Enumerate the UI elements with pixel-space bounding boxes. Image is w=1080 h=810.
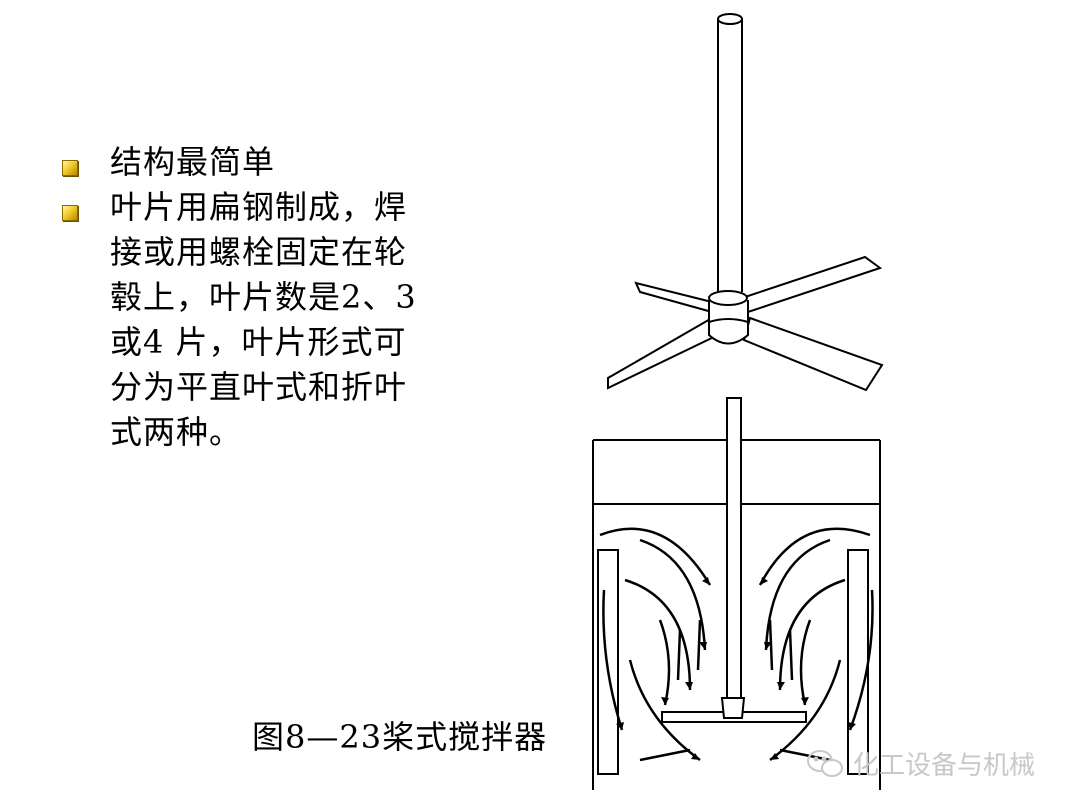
flow-arrow [758, 527, 871, 586]
hub [708, 300, 749, 345]
hub-band [708, 318, 749, 323]
flow-arrow [639, 538, 707, 651]
watermark-text: 化工设备与机械 [853, 751, 1036, 781]
agitator-shaft [726, 397, 742, 699]
right-baffle [847, 549, 869, 775]
shaft-top [717, 13, 743, 25]
figure-caption: 图8—23桨式搅拌器 [252, 718, 548, 756]
flow-arrowheads [616, 577, 856, 760]
watermark: 化工设备与机械 [805, 745, 1035, 782]
flow-arrow [639, 748, 691, 762]
flow-arrow [788, 629, 794, 681]
flow-arrow [768, 619, 774, 671]
tank-section [592, 397, 881, 790]
flow-arrow [676, 629, 682, 681]
bullet-item: 叶片用扁钢制成，焊 接或用螺栓固定在轮 毂上，叶片数是2、3 或4 片，叶片形式… [62, 185, 452, 455]
paddle-blade [607, 316, 720, 390]
flow-arrow [778, 578, 846, 691]
paddle-blade [742, 316, 884, 392]
flow-pattern [599, 527, 874, 762]
paddle-perspective-figure [607, 13, 884, 392]
wechat-icon [807, 749, 843, 777]
square-bullet-icon [62, 205, 78, 221]
bullet-text: 叶片用扁钢制成，焊 接或用螺栓固定在轮 毂上，叶片数是2、3 或4 片，叶片形式… [110, 188, 417, 451]
flow-arrow [696, 619, 702, 671]
bullet-list: 结构最简单 叶片用扁钢制成，焊 接或用螺栓固定在轮 毂上，叶片数是2、3 或4 … [62, 140, 452, 455]
paddle-blade [740, 255, 883, 314]
flow-arrow [599, 527, 712, 586]
flow-arrow [764, 538, 831, 651]
flow-arrow [799, 619, 812, 706]
flow-arrow [602, 589, 624, 731]
flow-arrow [624, 578, 692, 691]
bullet-item: 结构最简单 [62, 140, 452, 185]
hub-top [708, 290, 748, 306]
paddle-blade [634, 281, 713, 314]
flow-arrow [848, 589, 874, 731]
bullet-text: 结构最简单 [110, 143, 276, 181]
paddle-hub-section [720, 697, 746, 719]
square-bullet-icon [62, 160, 78, 176]
flow-arrow [658, 619, 671, 706]
